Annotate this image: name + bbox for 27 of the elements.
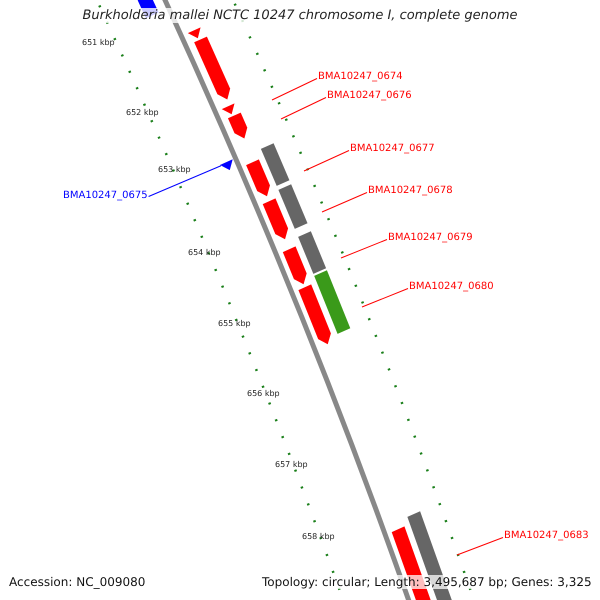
genome-summary-text: Topology: circular; Length: 3,495,687 bp; Genes: 3,325 bbox=[262, 575, 592, 589]
leader-line bbox=[272, 78, 318, 100]
gene-label: BMA10247_0676 bbox=[327, 90, 412, 101]
scale-label: 652 kbp bbox=[126, 108, 159, 117]
leader-line bbox=[456, 537, 504, 556]
scale-label: 656 kbp bbox=[247, 389, 280, 398]
gene-arrow bbox=[220, 159, 233, 170]
accession-text: Accession: NC_009080 bbox=[9, 575, 146, 589]
gene-label: BMA10247_0677 bbox=[350, 143, 435, 154]
leader-line bbox=[322, 192, 368, 212]
gene-label: BMA10247_0678 bbox=[368, 185, 453, 196]
leader-line bbox=[148, 165, 222, 197]
leader-line bbox=[280, 97, 326, 120]
scale-label: 653 kbp bbox=[158, 165, 191, 174]
gene-label: BMA10247_0674 bbox=[318, 71, 403, 82]
scale-label: 654 kbp bbox=[188, 248, 221, 257]
leader-line bbox=[304, 150, 350, 172]
gene-label: BMA10247_0680 bbox=[409, 281, 494, 292]
gene-label: BMA10247_0675 bbox=[63, 190, 148, 201]
leader-line bbox=[362, 288, 408, 308]
scale-label: 655 kbp bbox=[218, 319, 251, 328]
scale-label: 658 kbp bbox=[302, 532, 335, 541]
gene-label: BMA10247_0683 bbox=[504, 530, 589, 541]
leader-line bbox=[340, 239, 388, 258]
scale-label: 657 kbp bbox=[275, 460, 308, 469]
scale-label: 651 kbp bbox=[82, 38, 115, 47]
gene-label: BMA10247_0679 bbox=[388, 232, 473, 243]
